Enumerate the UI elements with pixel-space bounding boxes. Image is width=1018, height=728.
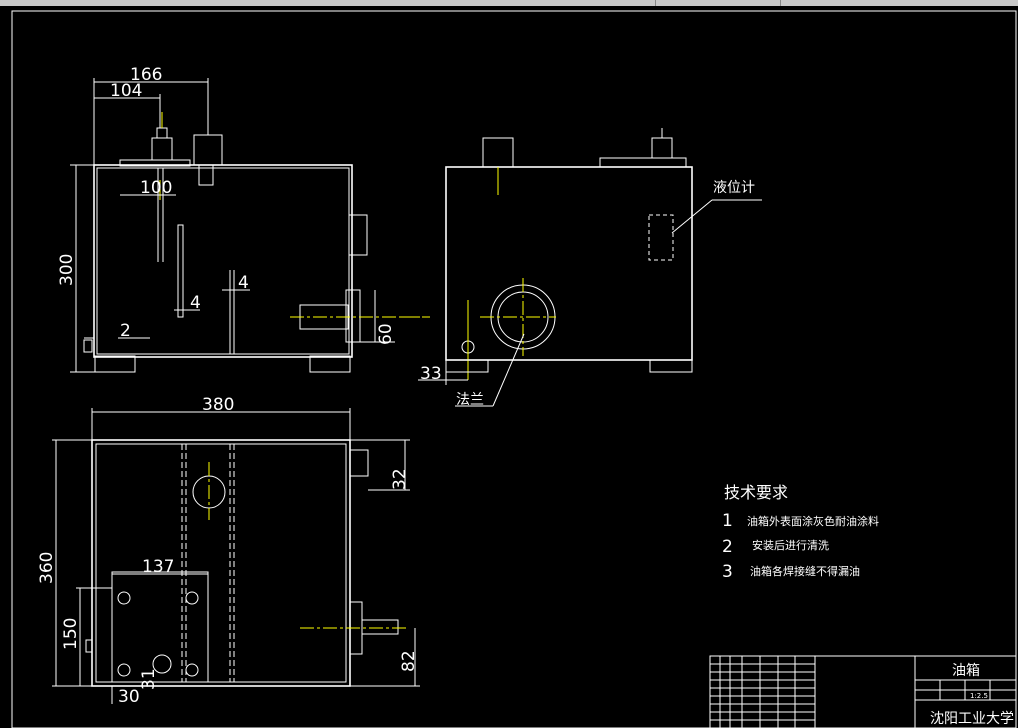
front-view: 166 104 100 300 4 4 2 60: [57, 65, 430, 373]
bolt-hole: [117, 663, 131, 677]
school-name: 沈阳工业大学: [930, 711, 1014, 727]
bolt-hole: [117, 591, 131, 605]
tank-side-outline: [445, 166, 693, 361]
drain-plug-body: [83, 339, 93, 353]
side-gauge: [348, 214, 368, 256]
breather-side: [482, 137, 514, 168]
tech-item-2-text: 安装后进行清洗: [752, 538, 829, 552]
tech-item-3-text: 油箱各焊接缝不得漏油: [750, 564, 860, 578]
dim-150: 150: [61, 618, 81, 650]
plug-top: [85, 639, 93, 653]
cover-plate-top: [111, 571, 209, 683]
dim-32: 32: [390, 468, 410, 490]
tech-item-1-num: 1: [722, 511, 733, 531]
filler-hole: [152, 654, 172, 674]
flange-label: 法兰: [456, 392, 484, 408]
side-boss: [349, 449, 369, 477]
drawing-border: [11, 10, 1017, 728]
drain-pipe-top: [361, 619, 399, 635]
top-view: 380 360 137 150 32 82 30 31: [37, 395, 420, 707]
filler-cap: [151, 137, 173, 161]
dim-30: 30: [118, 687, 140, 707]
title-block-frame: [709, 655, 1017, 728]
foot-side-left: [445, 359, 489, 373]
dim-4-right: 4: [238, 273, 249, 293]
dim-4-left: 4: [190, 293, 201, 313]
breather: [193, 134, 223, 166]
side-view: 液位计 法兰 33: [400, 128, 762, 408]
dim-2: 2: [120, 321, 131, 341]
tank-top-inner: [95, 443, 347, 683]
bolt-hole: [185, 663, 199, 677]
tech-item-2-num: 2: [722, 537, 733, 557]
dim-380: 380: [202, 395, 234, 415]
scale-value: 1:2.5: [970, 692, 988, 700]
dim-82: 82: [399, 650, 419, 672]
left-foot: [94, 355, 136, 373]
tech-item-3-num: 3: [722, 562, 733, 582]
dim-166: 166: [130, 65, 162, 85]
dim-100: 100: [140, 178, 172, 198]
tank-outline: [93, 164, 353, 358]
baffle-plate: [177, 224, 184, 318]
window-title-bar: [0, 0, 1018, 6]
flange-leader: [492, 333, 525, 407]
level-gauge-label: 液位计: [713, 180, 755, 196]
right-foot: [309, 355, 351, 373]
level-gauge-leader: [671, 199, 713, 234]
title-bar-segment: [780, 0, 1018, 6]
drain-flange: [345, 289, 361, 343]
dim-31: 31: [139, 668, 159, 690]
bolt-hole: [185, 591, 199, 605]
dim-60: 60: [376, 323, 396, 345]
part-name: 油箱: [952, 663, 980, 679]
tank-inner-wall: [96, 167, 350, 355]
tech-item-1-text: 油箱外表面涂灰色耐油涂料: [747, 514, 879, 528]
foot-side-right: [649, 359, 693, 373]
level-gauge-window: [648, 214, 674, 261]
tank-top-outline: [91, 439, 351, 687]
title-block: 油箱 1:2.5 沈阳工业大学: [709, 655, 1017, 728]
dim-137: 137: [142, 557, 174, 577]
cover-plate-side: [599, 157, 687, 168]
dim-33: 33: [420, 364, 442, 384]
technical-requirements: 技术要求 1 油箱外表面涂灰色耐油涂料 2 安装后进行清洗 3 油箱各焊接缝不得…: [722, 483, 879, 582]
dim-300: 300: [57, 254, 77, 286]
dim-104: 104: [110, 81, 142, 101]
title-bar-segment: [655, 0, 756, 6]
filler-neck: [156, 127, 168, 139]
breather-stem: [198, 164, 214, 186]
tech-title: 技术要求: [724, 483, 788, 502]
dim-360: 360: [37, 552, 57, 584]
filler-side: [651, 137, 673, 159]
